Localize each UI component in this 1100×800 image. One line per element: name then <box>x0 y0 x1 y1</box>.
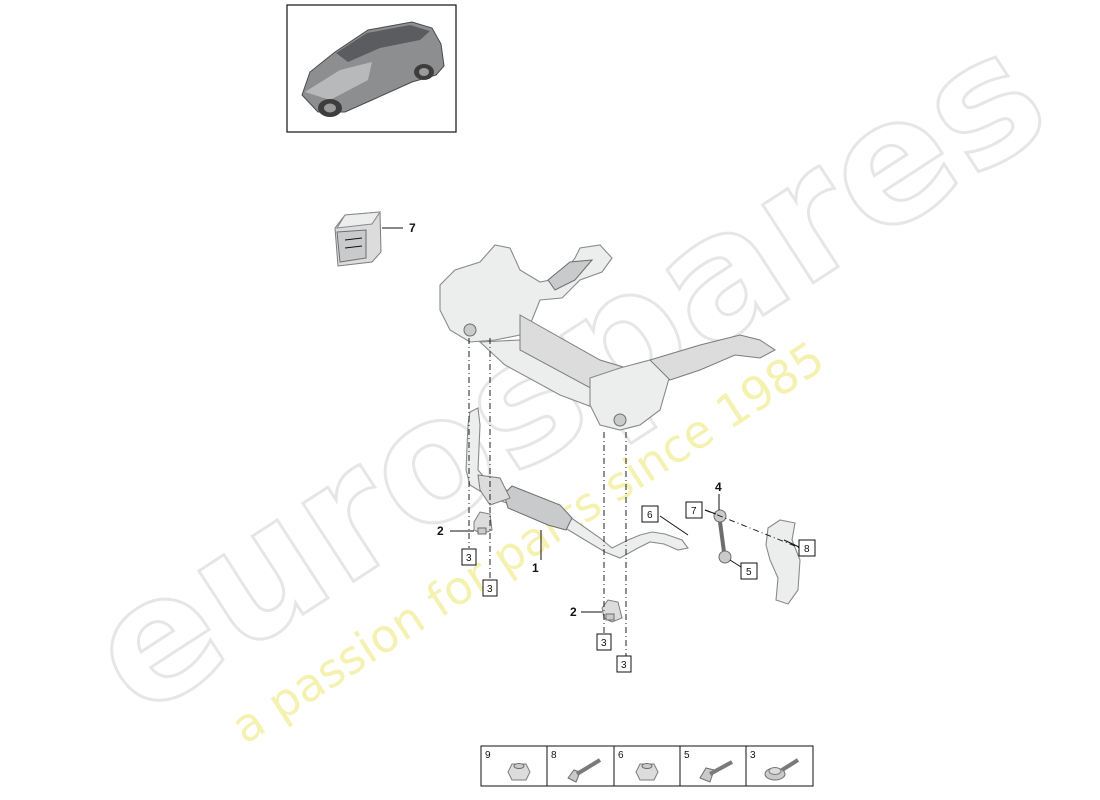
torx-bolt-icon <box>764 758 800 781</box>
fastener-legend: 9 8 6 5 <box>480 745 814 787</box>
legend-number-8: 8 <box>551 750 557 761</box>
legend-number-6: 6 <box>618 750 624 761</box>
boxed-callout-8[interactable]: 8 <box>798 539 816 557</box>
boxed-callout-3-d-label: 3 <box>621 660 627 671</box>
stabilizer-mount-left[interactable] <box>473 511 493 535</box>
boxed-callout-3-c[interactable]: 3 <box>596 633 612 651</box>
hex-bolt-icon <box>699 760 733 783</box>
flange-nut-icon <box>635 763 659 781</box>
boxed-callout-6[interactable]: 6 <box>641 505 659 523</box>
boxed-callout-3-b[interactable]: 3 <box>482 579 498 597</box>
boxed-callout-6-label: 6 <box>647 510 653 521</box>
callout-labels: 7 2 1 2 4 <box>409 221 722 619</box>
boxed-callout-3-a[interactable]: 3 <box>461 548 477 566</box>
callout-2-left[interactable]: 2 <box>437 524 444 538</box>
legend-cell-3[interactable]: 3 <box>750 750 800 781</box>
stabilizer-bar[interactable] <box>465 407 689 559</box>
control-unit[interactable] <box>334 211 382 267</box>
boxed-callout-7[interactable]: 7 <box>685 501 703 519</box>
legend-cell-8[interactable]: 8 <box>551 750 602 783</box>
flange-nut-icon <box>507 763 531 781</box>
boxed-callout-3-b-label: 3 <box>487 584 493 595</box>
legend-number-3: 3 <box>750 750 756 761</box>
callout-2-right[interactable]: 2 <box>570 605 577 619</box>
legend-cell-6[interactable]: 6 <box>618 750 659 781</box>
legend-number-5: 5 <box>684 750 690 761</box>
boxed-callout-5[interactable]: 5 <box>740 562 758 580</box>
legend-cell-5[interactable]: 5 <box>684 750 733 783</box>
callout-4[interactable]: 4 <box>715 480 722 494</box>
car-suv-icon <box>301 21 445 117</box>
coupling-rod[interactable] <box>713 509 732 564</box>
callout-7[interactable]: 7 <box>409 221 416 235</box>
boxed-callout-5-label: 5 <box>746 567 752 578</box>
boxed-callout-8-label: 8 <box>804 544 810 555</box>
legend-number-9: 9 <box>485 750 491 761</box>
boxed-callout-3-c-label: 3 <box>601 638 607 649</box>
callout-1[interactable]: 1 <box>532 561 539 575</box>
boxed-callout-7-label: 7 <box>691 506 697 517</box>
boxed-callouts: 3 3 3 3 6 7 5 8 <box>461 501 816 673</box>
vehicle-thumbnail[interactable] <box>286 4 457 133</box>
swivel-bearing <box>765 519 801 605</box>
stabilizer-mount-right[interactable] <box>601 599 623 623</box>
boxed-callout-3-d[interactable]: 3 <box>616 655 632 673</box>
assembly-lines <box>468 338 801 656</box>
boxed-callout-3-a-label: 3 <box>466 553 472 564</box>
front-subframe <box>439 244 776 431</box>
legend-cell-9[interactable]: 9 <box>485 750 531 781</box>
leader-lines <box>382 227 800 613</box>
long-bolt-icon <box>567 758 602 783</box>
